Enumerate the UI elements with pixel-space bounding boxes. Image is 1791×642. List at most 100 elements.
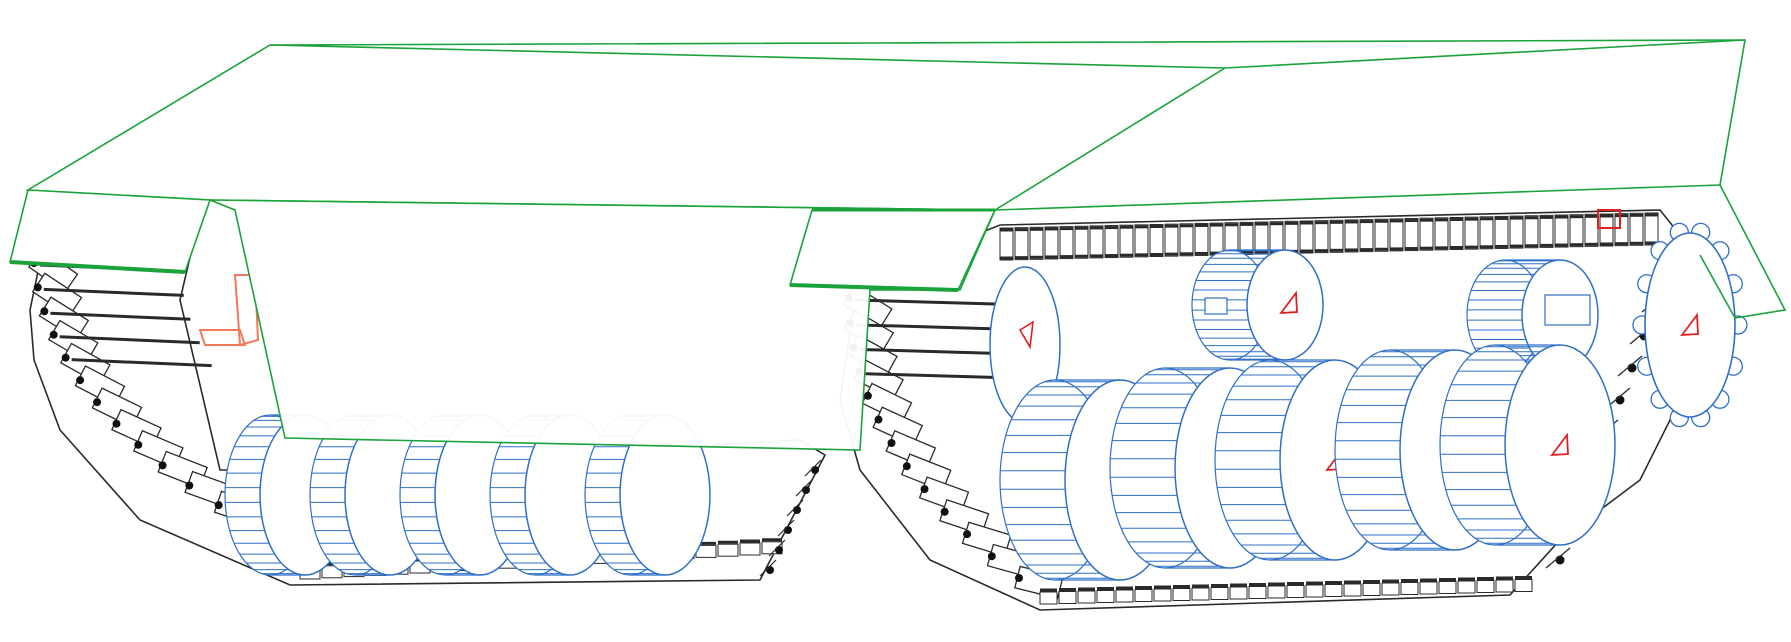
track-link	[1149, 224, 1164, 257]
track-link	[1329, 219, 1344, 253]
track-link	[1305, 581, 1324, 598]
track-link	[1584, 213, 1599, 247]
track-link	[1164, 223, 1179, 257]
track-link	[1464, 216, 1479, 250]
track-link	[786, 499, 804, 517]
hull-deck-ridge	[269, 39, 1746, 69]
track-link	[1314, 220, 1329, 254]
track-link	[1191, 584, 1210, 601]
track-link	[1029, 226, 1044, 260]
sprocket-hub-marker	[1597, 209, 1621, 229]
track-link	[739, 539, 761, 556]
track-link	[1476, 577, 1495, 593]
track-link	[1362, 580, 1381, 596]
track-link	[1194, 222, 1209, 256]
track-link	[1119, 224, 1134, 258]
track-link	[1134, 586, 1153, 602]
right-track	[839, 209, 1701, 611]
track-link	[1343, 580, 1362, 597]
track-link	[1284, 220, 1299, 254]
wheel-marker	[1680, 312, 1699, 337]
track-link	[1479, 216, 1494, 250]
hull-top-deck	[25, 39, 1746, 211]
track-link	[1617, 355, 1643, 377]
track-link	[759, 559, 777, 577]
track-link	[1381, 579, 1400, 596]
track-link	[1044, 226, 1059, 260]
roller-axle	[1204, 297, 1228, 315]
hull-left-fender	[8, 189, 212, 273]
track-link	[1389, 218, 1404, 252]
track-link	[1269, 221, 1284, 255]
wheel-marker	[1550, 432, 1569, 457]
track-link	[1434, 217, 1449, 251]
track-link	[1267, 582, 1286, 599]
track-link	[1115, 586, 1134, 603]
track-link	[1599, 213, 1614, 247]
track-link	[1539, 214, 1554, 248]
hull-wireframe	[8, 39, 1787, 451]
track-link	[1104, 225, 1119, 259]
hull-rear-plate	[1699, 184, 1787, 319]
left-track-outline	[29, 213, 827, 586]
road-wheel	[1439, 344, 1616, 546]
track-link	[1359, 219, 1374, 253]
track-link	[1074, 225, 1089, 259]
track-link	[1286, 582, 1305, 598]
track-link	[1457, 577, 1476, 594]
hull-deck-crease	[994, 67, 1226, 211]
track-link	[1096, 587, 1115, 603]
upper-support-rollers	[1191, 249, 1599, 371]
right-track-bottom-run	[1039, 576, 1533, 605]
track-link	[1299, 220, 1314, 254]
track-link	[1514, 576, 1533, 592]
left-road-wheels	[224, 414, 711, 576]
track-link	[777, 519, 795, 537]
track-link	[1324, 581, 1343, 597]
wheel-marker	[1279, 290, 1298, 315]
track-link	[1058, 588, 1077, 604]
track-link	[1089, 225, 1104, 259]
track-link	[1134, 224, 1149, 258]
road-wheel	[1191, 249, 1324, 361]
track-link	[1254, 221, 1269, 255]
track-link	[1495, 576, 1514, 593]
track-link	[1419, 578, 1438, 595]
track-link	[1614, 213, 1629, 247]
track-link	[1374, 218, 1389, 252]
track-link	[1179, 223, 1194, 257]
track-link	[1229, 583, 1248, 600]
track-link	[1172, 585, 1191, 601]
track-link	[1545, 547, 1571, 569]
track-link	[1059, 226, 1074, 260]
track-link	[1419, 217, 1434, 251]
track-link	[717, 540, 739, 557]
track-link	[1239, 221, 1254, 255]
track-link	[1554, 214, 1569, 248]
track-link	[795, 479, 813, 497]
track-link	[1494, 215, 1509, 249]
track-link	[1404, 218, 1419, 252]
track-link	[1629, 212, 1644, 246]
track-link	[1153, 585, 1172, 602]
right-road-wheels	[999, 344, 1616, 581]
track-link	[999, 227, 1014, 261]
track-link	[768, 539, 786, 557]
track-link	[861, 382, 913, 424]
track-link	[1644, 212, 1659, 246]
hull-middle-fender	[788, 209, 997, 291]
track-link	[1449, 217, 1464, 250]
track-link	[804, 459, 822, 477]
track-link	[1509, 215, 1524, 249]
track-link	[1077, 587, 1096, 604]
track-link	[1210, 584, 1229, 600]
right-track-top-run	[999, 212, 1659, 261]
track-link	[1569, 214, 1584, 248]
track-link	[1014, 227, 1029, 261]
track-link	[1438, 578, 1457, 594]
track-link	[1039, 588, 1058, 605]
roller-axle	[1544, 294, 1591, 326]
track-link	[1524, 215, 1539, 249]
track-link	[1248, 583, 1267, 599]
